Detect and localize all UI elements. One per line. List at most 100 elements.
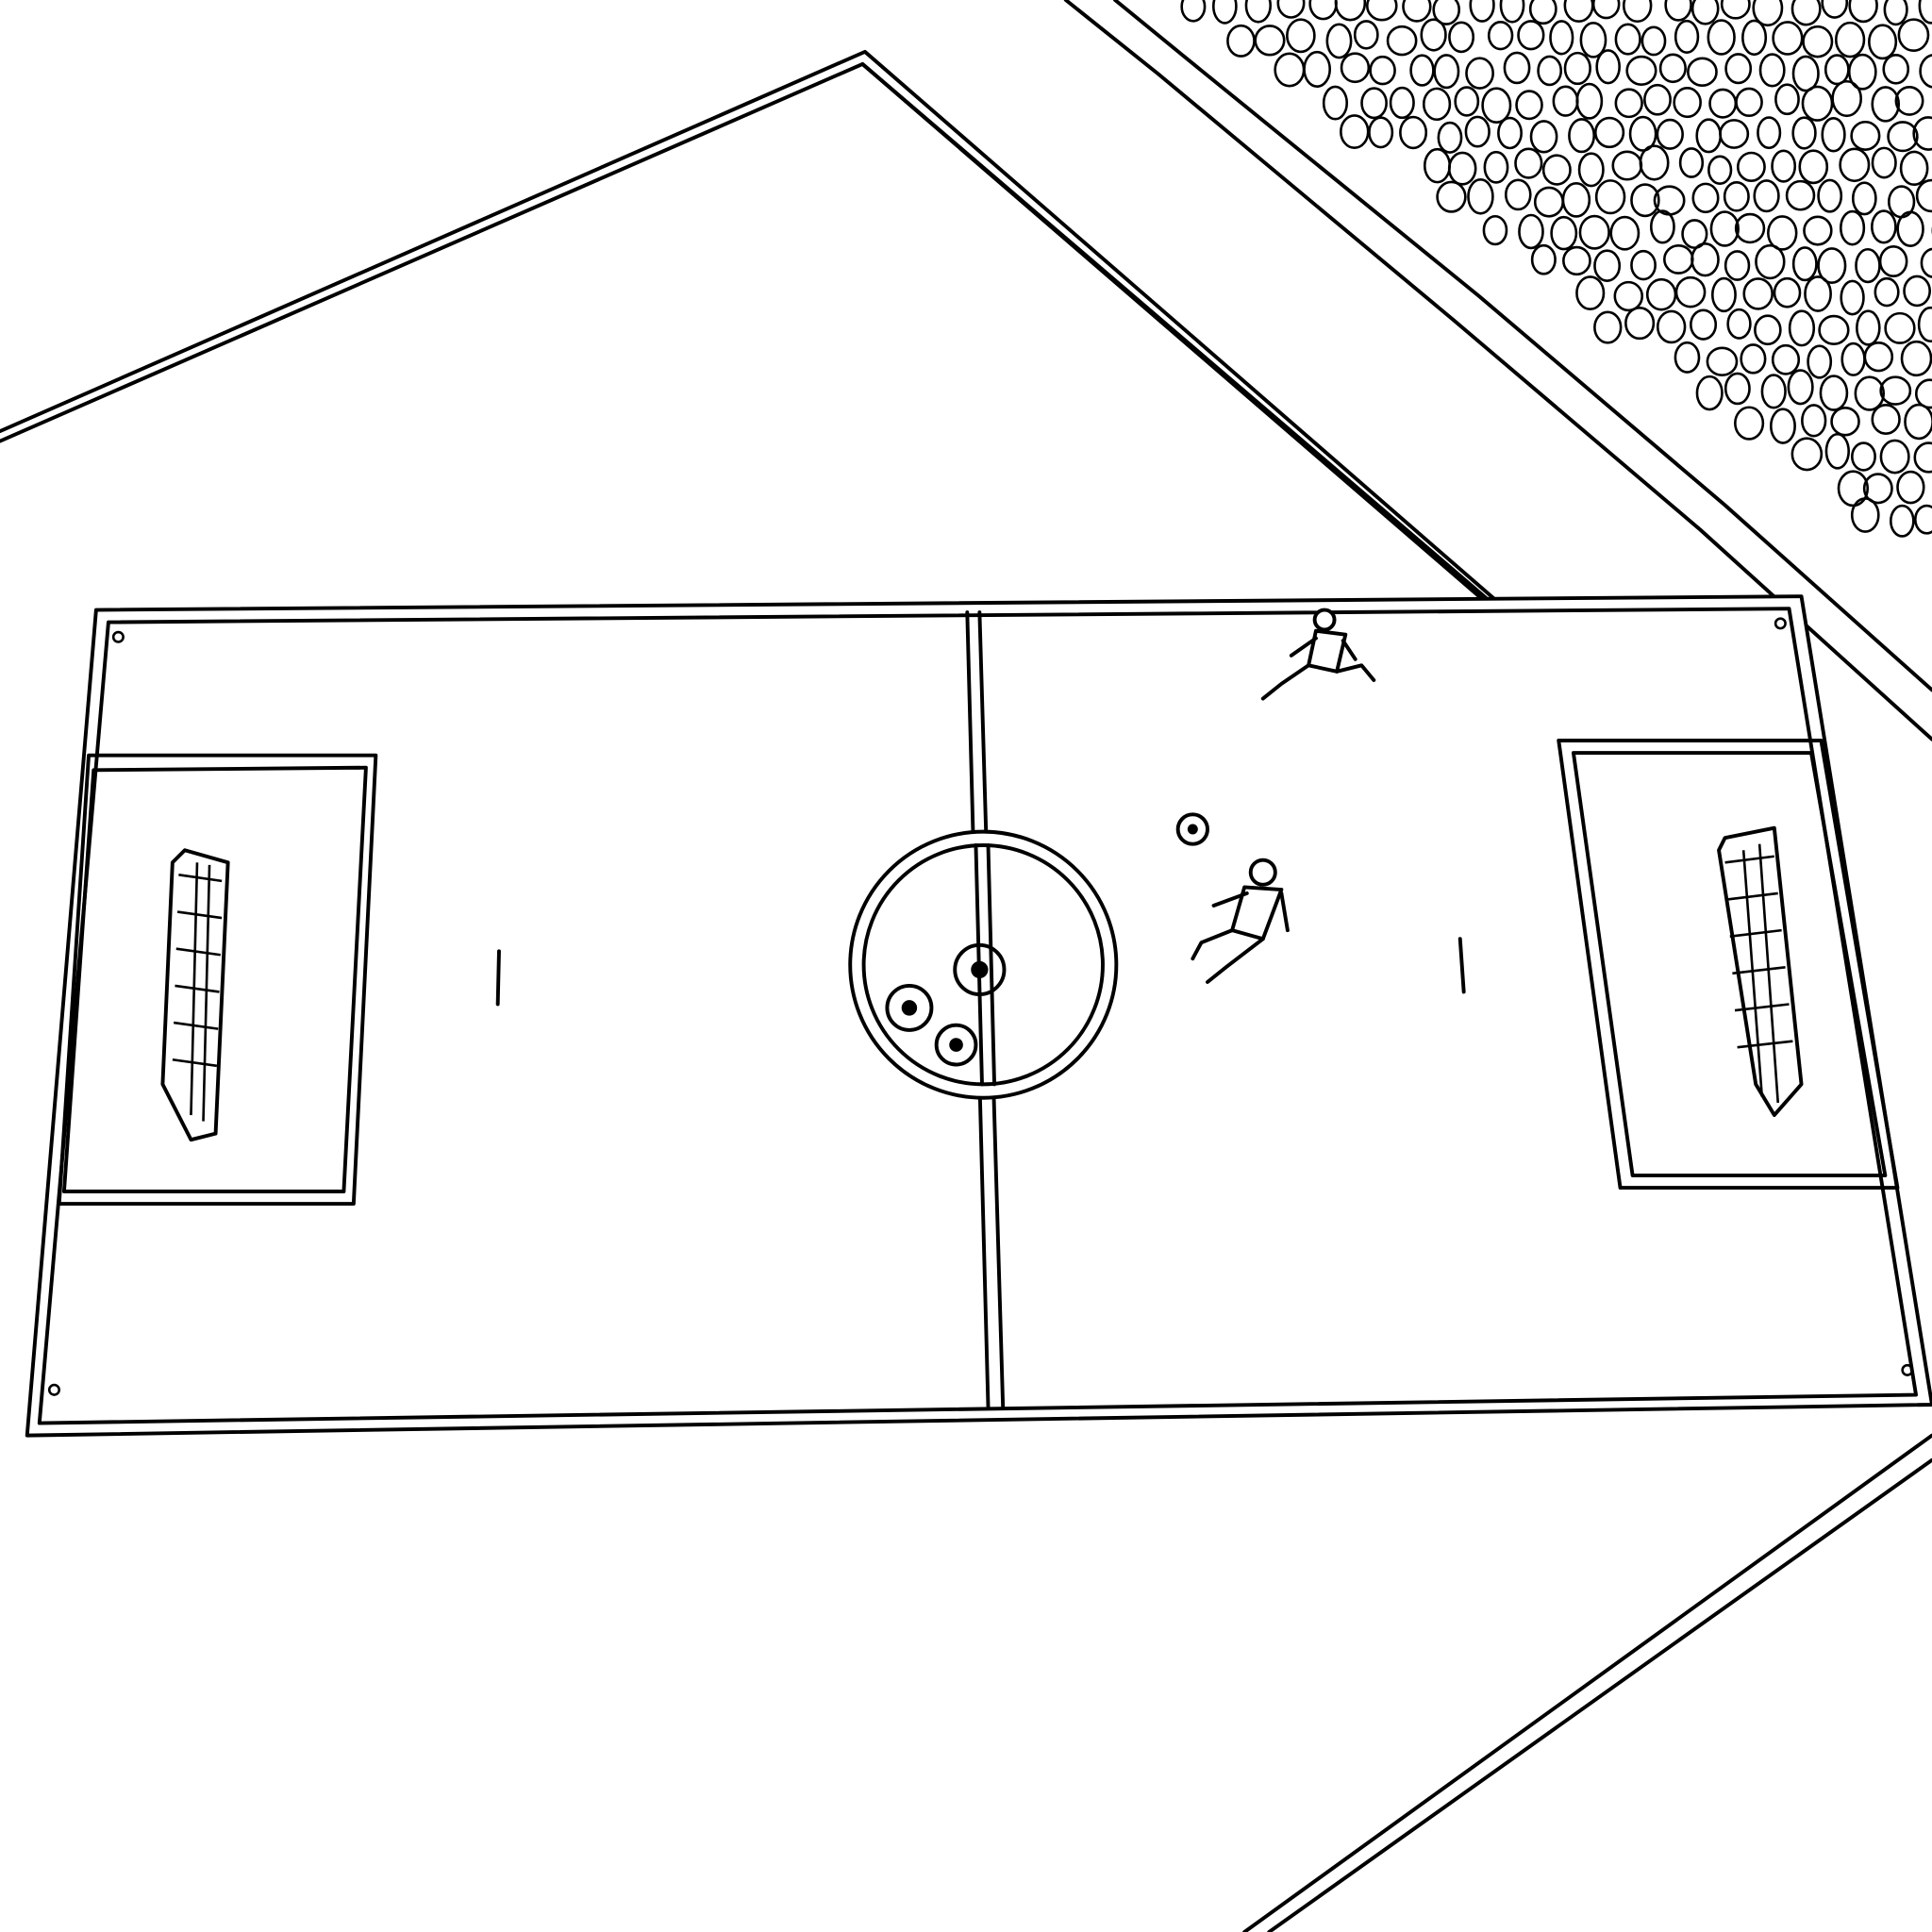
spectator: [1690, 308, 1718, 341]
spectator: [1785, 179, 1816, 211]
spectator: [1537, 55, 1563, 87]
spectator: [1386, 25, 1418, 57]
spectator: [1447, 151, 1477, 186]
spectator: [1436, 180, 1467, 213]
spectator: [1487, 20, 1514, 51]
spectator: [1549, 20, 1574, 56]
spectator: [1719, 119, 1750, 149]
spectator: [1561, 182, 1591, 218]
spectator: [1308, 0, 1338, 21]
corner-mark: [1901, 1363, 1914, 1376]
spectator: [1641, 25, 1667, 57]
spectator: [1674, 275, 1707, 308]
spectator: [1518, 213, 1544, 250]
spectator: [1368, 116, 1394, 149]
spectator: [1798, 149, 1829, 185]
spectator: [1643, 83, 1672, 116]
spectator: [1369, 55, 1396, 86]
spectator: [1497, 116, 1523, 150]
spectator: [1402, 0, 1432, 23]
right-goal: [1717, 825, 1804, 1117]
spectator: [1754, 314, 1782, 346]
spectator: [1821, 117, 1846, 153]
spectator: [1611, 150, 1643, 181]
spectator: [1724, 53, 1753, 85]
spectator: [1736, 151, 1766, 182]
spectator: [1724, 250, 1751, 281]
spectator: [1389, 86, 1415, 120]
spectator: [1409, 54, 1435, 87]
spectator: [1423, 147, 1452, 184]
spectator: [1913, 504, 1932, 535]
spectator: [1517, 20, 1545, 51]
spectator: [1467, 178, 1494, 215]
spectator: [1848, 0, 1878, 24]
spectator: [1630, 183, 1660, 218]
spectator: [1871, 403, 1901, 435]
spectator: [1871, 209, 1897, 244]
spectator: [1515, 90, 1543, 121]
spectator: [1918, 0, 1932, 25]
spectator: [1674, 341, 1701, 374]
spectator: [1707, 155, 1733, 185]
spectator: [1734, 212, 1766, 244]
spectator: [1790, 437, 1824, 472]
player-running: [1260, 608, 1376, 701]
spectator: [1919, 54, 1932, 89]
spectator: [1365, 0, 1398, 22]
spectator: [1340, 52, 1371, 84]
spectator: [1244, 0, 1273, 24]
spectator: [1850, 120, 1881, 151]
spectator: [1399, 115, 1428, 150]
spectator: [1817, 178, 1843, 213]
spectator: [1340, 114, 1370, 150]
spectator: [1481, 87, 1512, 125]
spectator: [1695, 375, 1724, 411]
spectator: [1563, 51, 1591, 86]
spectator: [1454, 86, 1480, 117]
spectator: [1851, 181, 1877, 216]
spectator: [1649, 209, 1675, 244]
spectator: [1322, 85, 1349, 121]
right-penalty-mark: [1457, 937, 1466, 994]
spectator: [1741, 19, 1768, 57]
spectator: [1913, 441, 1932, 474]
spectator: [1915, 178, 1932, 213]
spectator: [1834, 21, 1866, 58]
spectator: [1790, 0, 1822, 26]
spectator: [1824, 54, 1850, 86]
spectator: [1504, 178, 1532, 211]
spectator: [1578, 214, 1610, 250]
spectator: [1464, 115, 1491, 148]
spectator: [1286, 18, 1316, 54]
spectator: [1850, 497, 1880, 533]
spectator: [1678, 147, 1705, 178]
left-penalty-area: [57, 753, 378, 1207]
soccer-ball: [885, 983, 934, 1032]
spectator: [1753, 179, 1780, 213]
spectator: [1720, 0, 1751, 20]
spectator: [1831, 79, 1863, 118]
spectator: [1920, 247, 1932, 278]
spectator: [1541, 154, 1572, 186]
left-penalty-mark: [495, 949, 501, 1007]
spectator: [1724, 372, 1751, 406]
spectator: [1900, 340, 1932, 377]
spectator: [1791, 116, 1817, 150]
spectator: [1773, 276, 1802, 308]
spectator: [1695, 118, 1723, 154]
spectator: [1883, 0, 1908, 26]
spectator: [1868, 24, 1898, 60]
spectator: [1882, 53, 1910, 85]
spectator: [1613, 280, 1644, 312]
spectator: [1803, 215, 1833, 246]
spectator: [1896, 210, 1924, 247]
spectator: [1830, 406, 1860, 437]
spectator: [1855, 247, 1881, 284]
spectator: [1760, 374, 1787, 409]
spectator: [1674, 19, 1700, 54]
spectator: [1757, 116, 1782, 150]
spectator: [1903, 275, 1932, 308]
spectator: [1851, 441, 1876, 472]
